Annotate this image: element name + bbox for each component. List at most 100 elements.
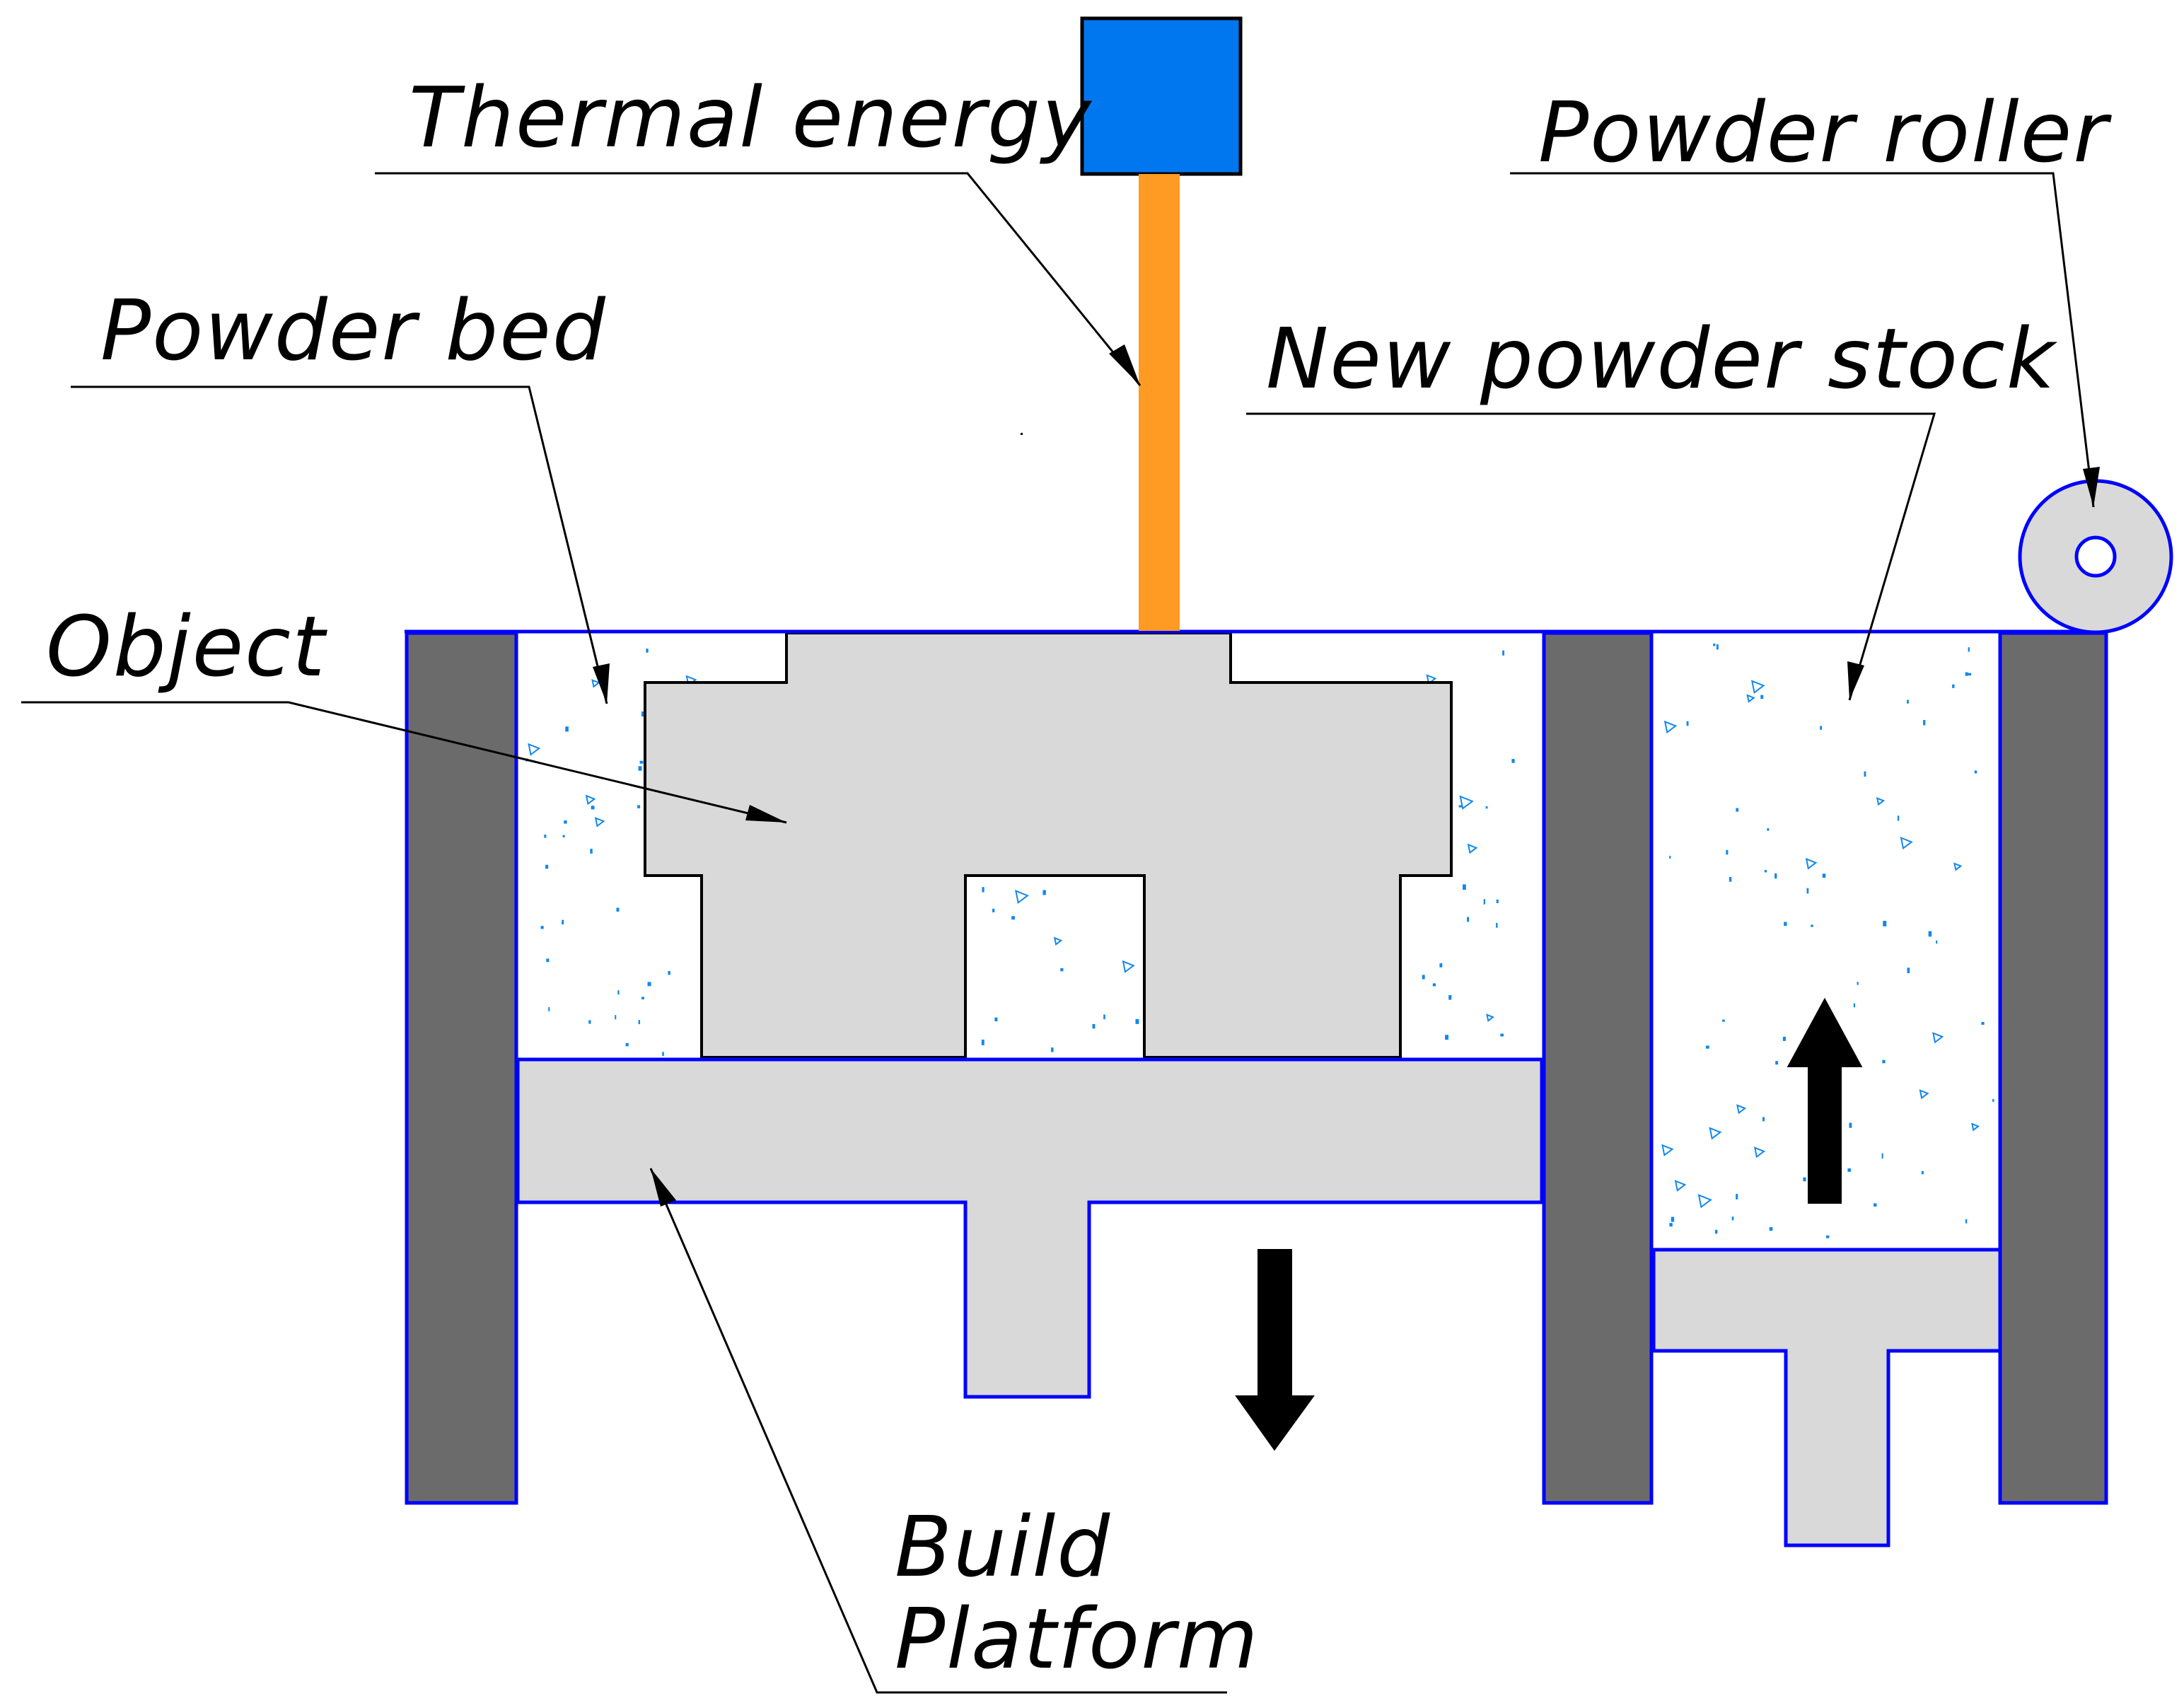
powder-speck [1992, 1099, 1994, 1102]
arrowhead-new-powder [1847, 661, 1864, 700]
powder-speck [1432, 983, 1436, 987]
powder-speck [1467, 917, 1469, 922]
roller-axle [2074, 535, 2117, 578]
energy-beam [1139, 174, 1180, 631]
powder-speck [1775, 1061, 1779, 1065]
powder-speck [565, 726, 569, 732]
powder-speck [546, 958, 550, 963]
powder-speck [1459, 795, 1474, 810]
powder-speck [1669, 856, 1671, 859]
powder-speck [1932, 1032, 1944, 1044]
powder-speck [1806, 888, 1809, 894]
powder-speck [662, 1052, 664, 1057]
label-build-platform-line2: Platform [895, 1590, 1260, 1687]
powder-speck [1671, 1216, 1675, 1222]
powder-speck [1923, 720, 1926, 726]
powder-bed-center-pocket [965, 876, 1144, 1057]
right-wall [1998, 631, 2108, 1505]
powder-speck [1769, 1227, 1773, 1231]
powder-speck [1750, 680, 1765, 694]
powder-speck [1511, 759, 1515, 763]
arrowhead-powder-bed [593, 663, 610, 704]
build-platform [516, 1057, 1544, 1399]
powder-speck [1485, 806, 1488, 809]
powder-speck [1876, 797, 1886, 806]
arrowhead-powder-roller [2083, 467, 2100, 507]
arrowhead-build-platform [651, 1168, 676, 1207]
powder-speck [1882, 1059, 1886, 1064]
leader-new-powder [1246, 412, 1936, 701]
powder-speck [562, 919, 564, 925]
powder-speck [1122, 960, 1135, 973]
powder-speck [1746, 694, 1755, 703]
powder-speck [617, 990, 620, 995]
powder-speck [1764, 870, 1767, 873]
powder-speck [1736, 808, 1739, 812]
powder-speck [1716, 644, 1719, 650]
powder-speck [1092, 1023, 1096, 1029]
powder-speck [1731, 1216, 1734, 1221]
powder-speck [1458, 805, 1463, 808]
powder-speck [1011, 916, 1015, 920]
powder-speck [1686, 721, 1689, 726]
down-arrow-icon [1235, 1249, 1315, 1451]
powder-speck [646, 649, 649, 653]
label-object: Object [46, 598, 327, 695]
powder-speck [1729, 877, 1732, 882]
middle-wall [1542, 631, 1654, 1505]
powder-speck [982, 887, 984, 893]
powder-speck [562, 835, 565, 838]
powder-speck [1857, 982, 1859, 985]
powder-speck [1822, 873, 1826, 878]
powder-speck [1921, 1170, 1924, 1175]
powder-speck [544, 835, 547, 838]
powder-speck [1805, 857, 1818, 870]
beam-stray-dot [1021, 433, 1023, 435]
powder-speck [1014, 890, 1029, 905]
powder-speck [1042, 890, 1046, 895]
powder-speck [1936, 940, 1938, 944]
powder-speck [1820, 726, 1823, 730]
powder-speck [1762, 1117, 1765, 1122]
powder-speck [638, 766, 642, 771]
powder-speck [639, 760, 644, 764]
powder-speck [1968, 647, 1970, 652]
powder-speck [1897, 815, 1900, 821]
stock-platform [1651, 1248, 2002, 1547]
powder-speck [641, 711, 645, 717]
powder-speck [590, 849, 593, 854]
heat-source-icon [1080, 16, 1243, 176]
powder-speck [591, 679, 600, 688]
powder-speck [591, 806, 595, 810]
powder-speck [1767, 827, 1770, 831]
powder-speck [1500, 1033, 1504, 1037]
powder-speck [1784, 922, 1787, 926]
powder-speck [625, 1042, 629, 1047]
powder-speck [564, 820, 567, 824]
powder-speck [1445, 1035, 1449, 1040]
powder-speck [1448, 995, 1452, 1000]
powder-speck [1803, 1177, 1806, 1182]
powder-speck [1713, 643, 1716, 646]
powder-speck [1849, 1122, 1852, 1128]
powder-speck [1060, 968, 1064, 972]
powder-speck [1971, 1122, 1980, 1132]
powder-speck [1952, 684, 1955, 688]
powder-speck [1864, 771, 1866, 777]
powder-speck [548, 1007, 550, 1012]
powder-specks [525, 643, 1994, 1238]
powder-speck [1919, 1089, 1929, 1100]
powder-speck [1811, 924, 1813, 927]
powder-speck [1736, 1104, 1747, 1115]
powder-speck [1825, 1235, 1830, 1238]
powder-speck [540, 926, 544, 929]
powder-speck [1697, 1194, 1712, 1209]
leader-arrowheads [593, 344, 2100, 1207]
up-arrow-icon [1787, 997, 1863, 1204]
powder-speck [616, 907, 620, 912]
powder-speck [1486, 1013, 1494, 1022]
powder-speck [1974, 770, 1977, 774]
powder-speck [585, 794, 596, 806]
powder-speck [1774, 873, 1777, 879]
powder-speck [1722, 1019, 1725, 1022]
